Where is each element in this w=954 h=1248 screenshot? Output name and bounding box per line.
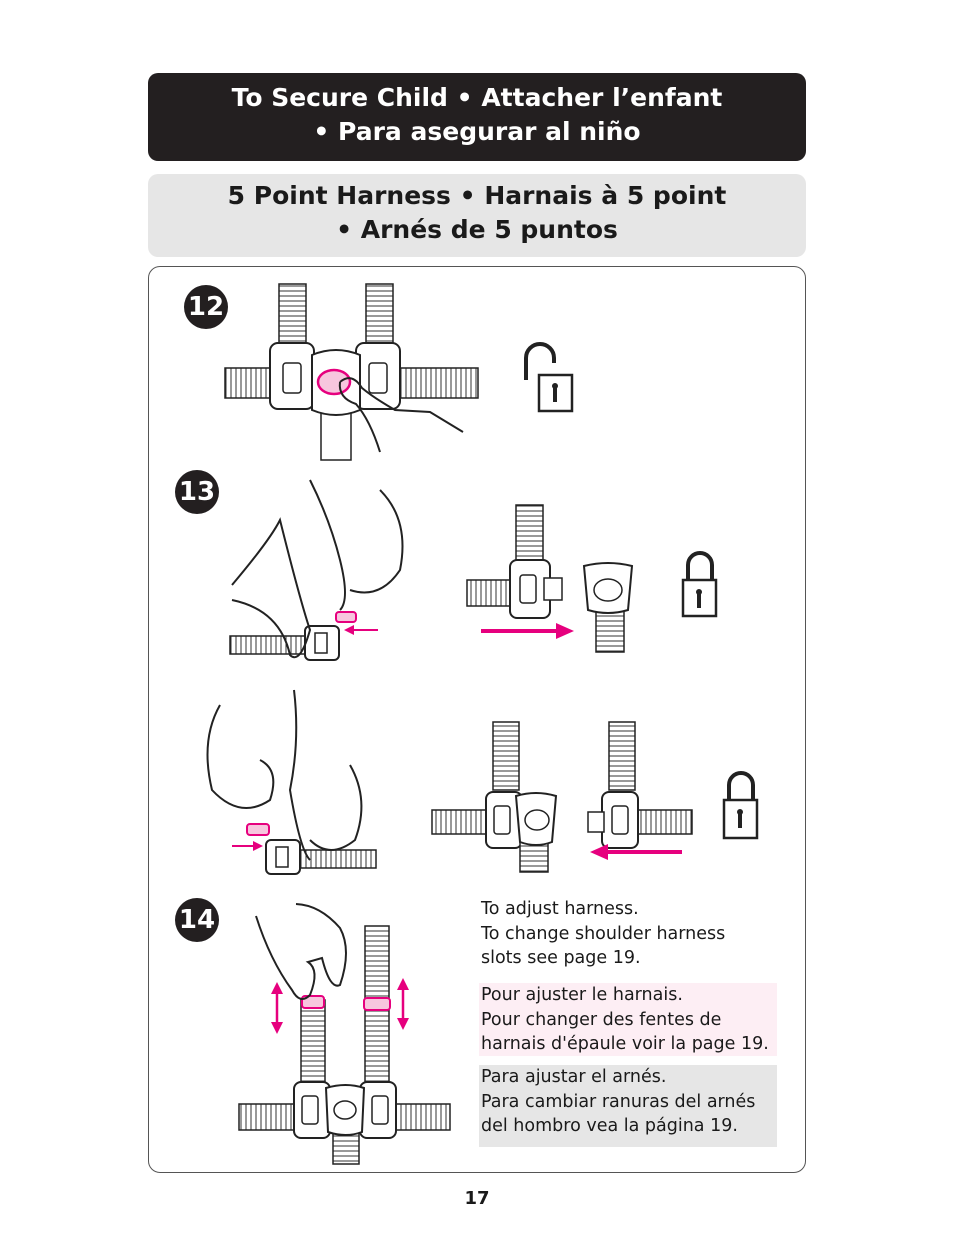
section-title-banner: To Secure Child • Attacher l’enfant • Pa… (148, 73, 806, 161)
locked-padlock-icon (722, 771, 759, 840)
double-arrow-vertical-icon (271, 982, 283, 1034)
instruction-line: Pour ajuster le harnais. (481, 985, 683, 1005)
step14-adjust-harness-illustration (238, 903, 451, 1165)
subsection-title-line1: 5 Point Harness • Harnais à 5 point (227, 181, 727, 210)
step-number-13: 13 (175, 470, 219, 514)
instruction-line: del hombro vea la página 19. (481, 1116, 738, 1136)
instructions-spanish: Para ajustar el arnés. Para cambiar ranu… (479, 1065, 777, 1147)
instruction-line: To change shoulder harness (481, 923, 726, 944)
step-number-12: 12 (184, 285, 228, 329)
step13-buckle-separated-illustration (466, 504, 634, 653)
step12-buckle-illustration (224, 283, 479, 461)
arrow-left-icon (590, 844, 608, 860)
subsection-title-banner: 5 Point Harness • Harnais à 5 point • Ar… (148, 174, 806, 257)
arrow-right-icon (556, 623, 574, 639)
instruction-line: harnais d'épaule voir la page 19. (481, 1034, 769, 1054)
double-arrow-vertical-icon (397, 978, 409, 1030)
instruction-line: slots see page 19. (481, 948, 641, 968)
step-number-14: 14 (175, 898, 219, 942)
step13-hands-unbuckle-illustration (229, 479, 404, 661)
instructions-english: To adjust harness. To change shoulder ha… (481, 897, 725, 971)
step13-buckle-joining-illustration (431, 721, 693, 873)
subsection-title-line2: • Arnés de 5 puntos (336, 215, 618, 244)
unlocked-padlock-icon (524, 342, 574, 413)
section-title-line2: • Para asegurar al niño (313, 117, 641, 146)
instruction-line: Para ajustar el arnés. (481, 1067, 667, 1087)
instructions-french: Pour ajuster le harnais. Pour changer de… (479, 983, 777, 1056)
instruction-line: To adjust harness. (481, 899, 639, 919)
step13-hands-rebuckle-illustration (206, 689, 377, 875)
section-title-line1: To Secure Child • Attacher l’enfant (231, 83, 723, 112)
page-number: 17 (464, 1188, 490, 1209)
instruction-line: Pour changer des fentes de (481, 1009, 722, 1030)
instructions-panel (148, 266, 806, 1173)
locked-padlock-icon (681, 551, 718, 618)
instruction-line: Para cambiar ranuras del arnés (481, 1091, 756, 1112)
